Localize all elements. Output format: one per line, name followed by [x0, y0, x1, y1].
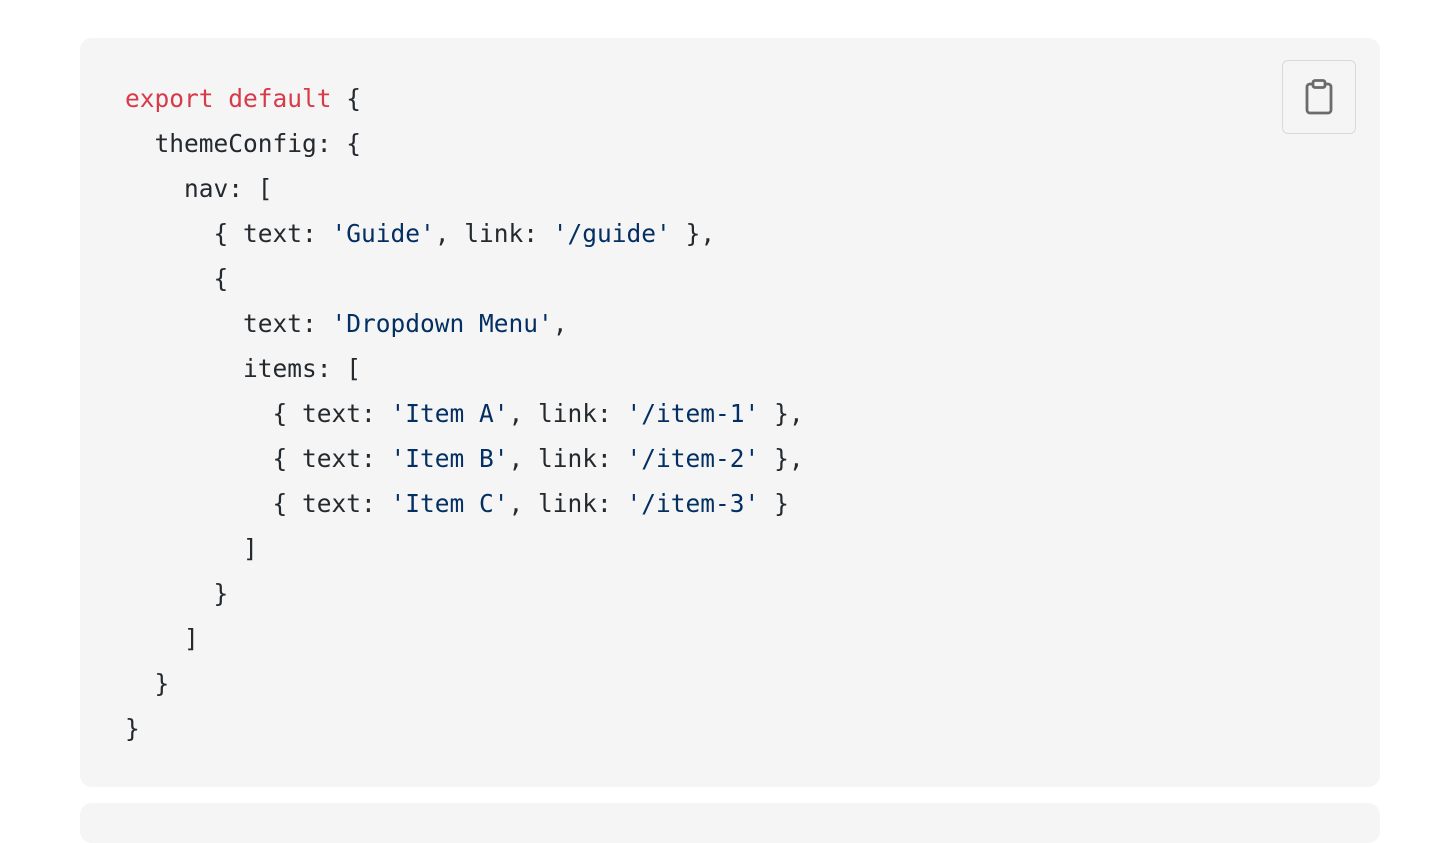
code-token-plain: nav: [ [125, 174, 273, 203]
code-line: } [125, 571, 804, 616]
copy-code-button[interactable] [1282, 60, 1356, 134]
code-token-plain: { text: [125, 444, 391, 473]
code-token-string: '/item-1' [626, 399, 760, 428]
code-token-string: '/guide' [552, 219, 671, 248]
code-line: { text: 'Item A', link: '/item-1' }, [125, 391, 804, 436]
code-token-plain: themeConfig: { [125, 129, 362, 158]
code-token-string: '/item-3' [626, 489, 760, 518]
code-line: } [125, 661, 804, 706]
code-line: } [125, 706, 804, 751]
code-line: ] [125, 616, 804, 661]
code-token-plain: ] [125, 534, 258, 563]
code-token-plain: } [125, 669, 170, 698]
code-token-plain: { text: [125, 489, 391, 518]
code-line: items: [ [125, 346, 804, 391]
code-token-plain: } [125, 714, 140, 743]
code-token-plain: { text: [125, 399, 391, 428]
code-line: { text: 'Guide', link: '/guide' }, [125, 211, 804, 256]
code-line: export default { [125, 76, 804, 121]
code-token-plain: } [759, 489, 789, 518]
code-line: themeConfig: { [125, 121, 804, 166]
code-token-string: 'Dropdown Menu' [331, 309, 553, 338]
code-token-plain: , link: [508, 489, 627, 518]
code-token-string: 'Guide' [331, 219, 435, 248]
code-line: { [125, 256, 804, 301]
code-token-string: '/item-2' [626, 444, 760, 473]
code-token-plain: , link: [508, 399, 627, 428]
code-token-string: 'Item B' [390, 444, 509, 473]
code-token-plain: }, [759, 399, 804, 428]
code-token-plain: { [125, 264, 229, 293]
code-token-plain: text: [125, 309, 332, 338]
code-token-plain: , [552, 309, 568, 338]
code-token-plain: , link: [508, 444, 627, 473]
code-line: ] [125, 526, 804, 571]
code-token-keyword: export default [125, 84, 332, 113]
code-token-plain: { text: [125, 219, 332, 248]
code-token-plain: ] [125, 624, 199, 653]
code-block: export default { themeConfig: { nav: [ {… [80, 38, 1380, 787]
code-token-plain: items: [ [125, 354, 362, 383]
code-token-string: 'Item A' [390, 399, 509, 428]
code-token-plain: } [125, 579, 229, 608]
code-token-plain: , link: [434, 219, 553, 248]
code-line: nav: [ [125, 166, 804, 211]
code-line: text: 'Dropdown Menu', [125, 301, 804, 346]
code-token-string: 'Item C' [390, 489, 509, 518]
code-token-plain: { [331, 84, 362, 113]
code-line: { text: 'Item C', link: '/item-3' } [125, 481, 804, 526]
code-token-plain: }, [759, 444, 804, 473]
code-token-plain: }, [670, 219, 716, 248]
clipboard-icon [1303, 79, 1335, 115]
next-code-block [80, 803, 1380, 843]
code-content[interactable]: export default { themeConfig: { nav: [ {… [125, 76, 804, 751]
code-line: { text: 'Item B', link: '/item-2' }, [125, 436, 804, 481]
